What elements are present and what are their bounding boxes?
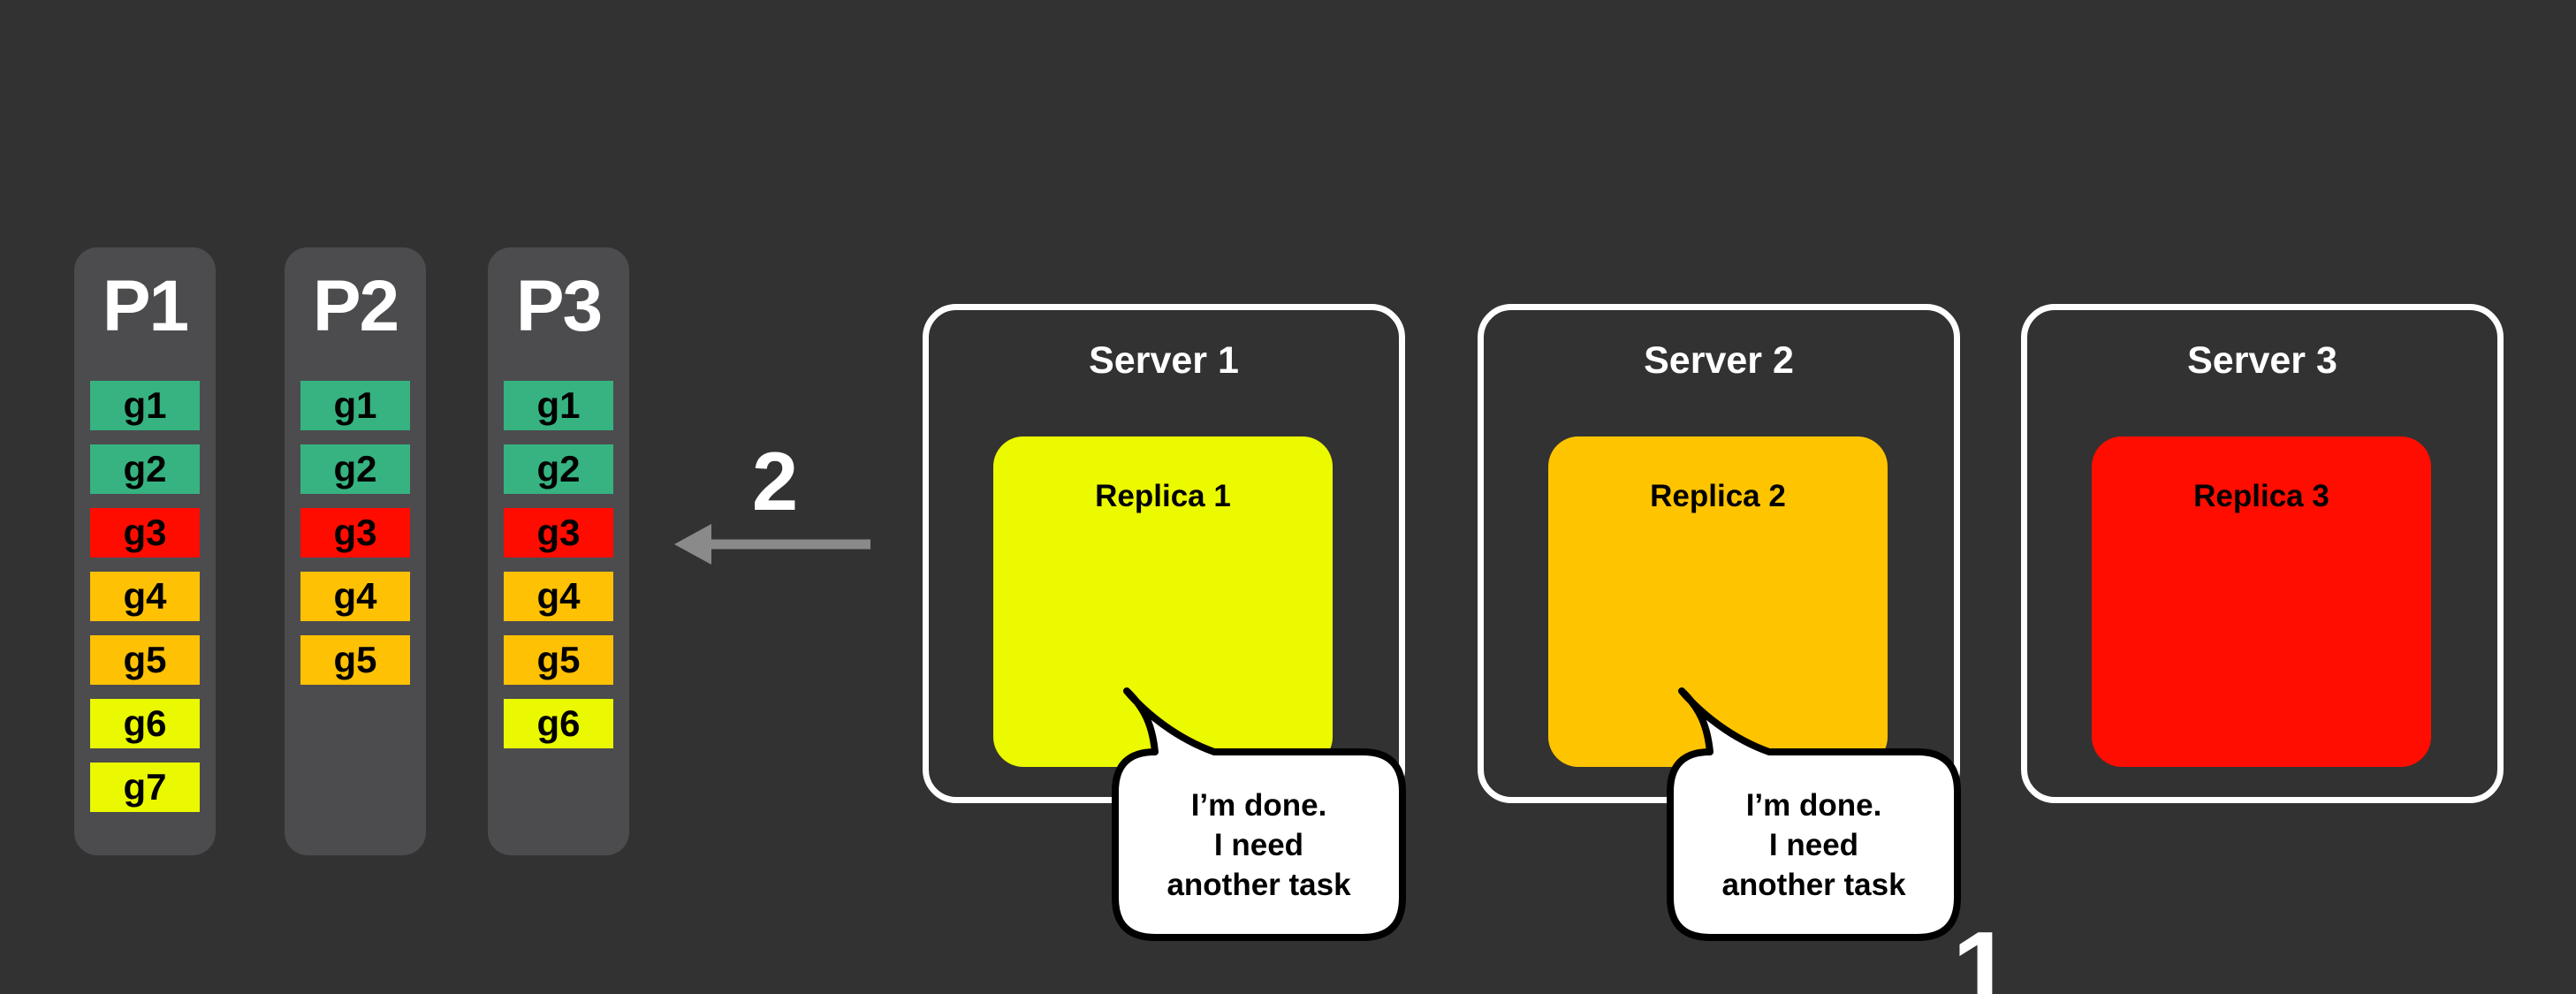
task-list: g1 g2 g3 g4 g5 <box>300 381 410 685</box>
server-title: Server 1 <box>1089 339 1239 382</box>
replica-box: Replica 3 <box>2092 436 2431 767</box>
server-3: Server 3 Replica 3 <box>2021 304 2504 803</box>
task-tile: g5 <box>504 635 613 685</box>
speech-bubble-line: I need <box>1768 827 1859 862</box>
server-2: Server 2 Replica 2 I’m done. I need anothe… <box>1478 304 1961 941</box>
task-tile: g4 <box>300 572 410 621</box>
task-list: g1 g2 g3 g4 g5 g6 g7 <box>90 381 200 812</box>
speech-bubble-line: another task <box>1166 867 1351 902</box>
step-1-label: 1 <box>1952 909 2012 994</box>
left-arrow-icon <box>674 524 870 565</box>
task-tile: g3 <box>504 508 613 558</box>
task-tile: g4 <box>90 572 200 621</box>
server-frame <box>2021 304 2504 803</box>
task-tile: g3 <box>90 508 200 558</box>
task-tile: g4 <box>504 572 613 621</box>
task-tile: g6 <box>504 699 613 748</box>
partition-title: P3 <box>515 266 603 346</box>
server-title: Server 2 <box>1644 339 1794 382</box>
partition-p3: P3 g1 g2 g3 g4 g5 g6 <box>488 247 629 855</box>
task-tile: g5 <box>90 635 200 685</box>
speech-bubble-line: I’m done. <box>1745 787 1882 823</box>
step-2-label: 2 <box>751 435 799 527</box>
replica-box: Replica 2 <box>1548 436 1888 767</box>
speech-bubble-text: I’m done. I need another task <box>1115 752 1402 937</box>
replica-label: Replica 2 <box>1650 479 1786 513</box>
server-1: Server 1 Replica 1 I’m done. I need anothe… <box>923 304 1406 941</box>
partition-p1: P1 g1 g2 g3 g4 g5 g6 g7 <box>74 247 216 855</box>
task-tile: g6 <box>90 699 200 748</box>
speech-bubble-text: I’m done. I need another task <box>1670 752 1957 937</box>
task-tile: g3 <box>300 508 410 558</box>
partition-title: P1 <box>102 266 189 346</box>
task-list: g1 g2 g3 g4 g5 g6 <box>504 381 613 748</box>
speech-bubble-line: I’m done. <box>1190 787 1327 823</box>
task-tile: g1 <box>504 381 613 430</box>
task-tile: g2 <box>300 444 410 494</box>
task-tile: g1 <box>90 381 200 430</box>
speech-bubble-line: another task <box>1721 867 1906 902</box>
task-tile: g1 <box>300 381 410 430</box>
server-title: Server 3 <box>2187 339 2337 382</box>
partition-p2: P2 g1 g2 g3 g4 g5 <box>285 247 426 855</box>
task-tile: g7 <box>90 763 200 812</box>
task-tile: g2 <box>90 444 200 494</box>
replica-label: Replica 3 <box>2193 479 2329 513</box>
speech-bubble-line: I need <box>1213 827 1304 862</box>
partition-title: P2 <box>312 266 399 346</box>
replica-box: Replica 1 <box>993 436 1333 767</box>
task-tile: g2 <box>504 444 613 494</box>
replica-label: Replica 1 <box>1095 479 1231 513</box>
task-tile: g5 <box>300 635 410 685</box>
